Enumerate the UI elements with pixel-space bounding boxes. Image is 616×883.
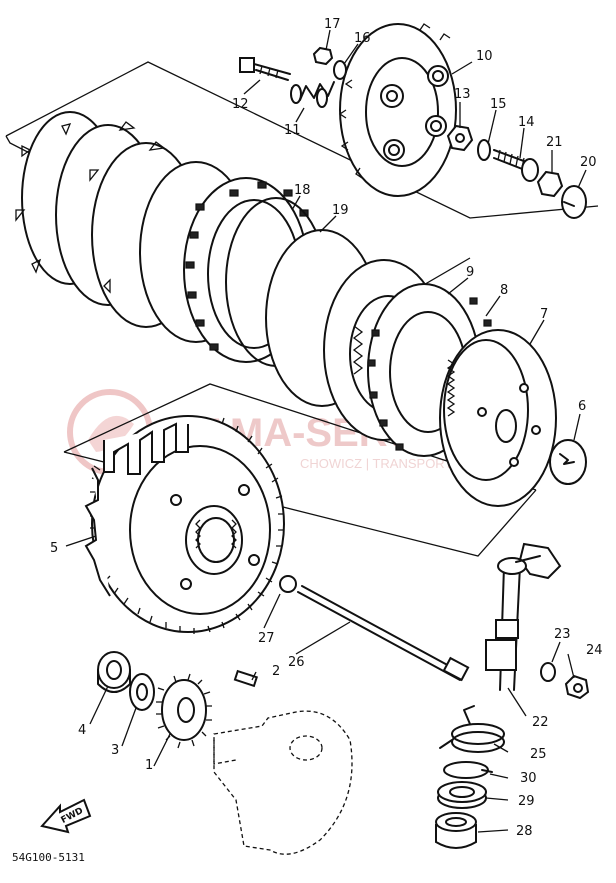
part-label-22: 22 xyxy=(532,715,549,730)
push-lever-shaft-22 xyxy=(485,542,562,691)
part-label-9: 9 xyxy=(466,265,474,280)
washer-23 xyxy=(540,662,556,682)
clutch-plates-stack xyxy=(15,111,492,457)
part-label-25: 25 xyxy=(530,747,547,762)
nut-4 xyxy=(97,651,131,693)
washer-16 xyxy=(333,60,347,80)
oil-seal-29 xyxy=(437,781,487,809)
part-label-30: 30 xyxy=(520,771,537,786)
lock-washer-6 xyxy=(549,439,587,485)
part-label-16: 16 xyxy=(354,31,371,46)
primary-drive-gear-1 xyxy=(156,673,212,749)
part-label-6: 6 xyxy=(578,399,586,414)
part-label-23: 23 xyxy=(554,627,571,642)
part-label-17: 17 xyxy=(324,17,341,32)
part-label-28: 28 xyxy=(516,824,533,839)
part-label-20: 20 xyxy=(580,155,597,170)
part-label-1: 1 xyxy=(145,758,153,773)
bolt-12 xyxy=(239,57,291,81)
part-label-4: 4 xyxy=(78,723,86,738)
bushing-28 xyxy=(435,812,477,849)
bolt-24 xyxy=(564,674,590,700)
part-label-3: 3 xyxy=(111,743,119,758)
plate-18-teeth xyxy=(185,181,309,351)
clutch-housing-5 xyxy=(84,415,285,634)
part-label-21: 21 xyxy=(546,135,563,150)
adjuster-14 xyxy=(493,149,539,182)
part-label-26: 26 xyxy=(288,655,305,670)
part-label-12: 12 xyxy=(232,97,249,112)
clutch-boss-7 xyxy=(439,329,557,507)
part-label-8: 8 xyxy=(500,283,508,298)
diagram-code: 54G100-5131 xyxy=(12,851,85,864)
part-label-2: 2 xyxy=(272,664,280,679)
part-label-15: 15 xyxy=(490,97,507,112)
nut-21 xyxy=(536,170,564,198)
part-label-19: 19 xyxy=(332,203,349,218)
push-rod-26 xyxy=(297,585,470,682)
lock-washer-20 xyxy=(561,185,587,219)
part-labels: 1 2 3 4 5 6 7 8 9 10 11 12 13 14 15 16 1… xyxy=(50,17,603,839)
torsion-spring-25 xyxy=(439,705,505,753)
washer-3 xyxy=(129,673,155,711)
clutch-spring-11 xyxy=(290,81,335,108)
part-label-5: 5 xyxy=(50,541,58,556)
washer-15 xyxy=(477,139,491,161)
steel-ball-27 xyxy=(279,575,297,593)
part-label-29: 29 xyxy=(518,794,535,809)
part-label-10: 10 xyxy=(476,49,493,64)
part-label-7: 7 xyxy=(540,307,548,322)
pressure-plate-10 xyxy=(338,23,457,197)
fwd-arrow-icon: FWD xyxy=(40,798,92,834)
nut-17 xyxy=(312,46,334,66)
part-label-14: 14 xyxy=(518,115,535,130)
part-label-11: 11 xyxy=(284,123,301,138)
part-label-24: 24 xyxy=(586,643,603,658)
part-label-18: 18 xyxy=(294,183,311,198)
crankshaft-reference xyxy=(213,710,353,855)
woodruff-key-2 xyxy=(233,669,259,688)
part-label-27: 27 xyxy=(258,631,275,646)
circlip-30 xyxy=(443,761,493,779)
leader-lines xyxy=(65,29,587,833)
part-label-13: 13 xyxy=(454,87,471,102)
nut-13 xyxy=(446,124,474,152)
